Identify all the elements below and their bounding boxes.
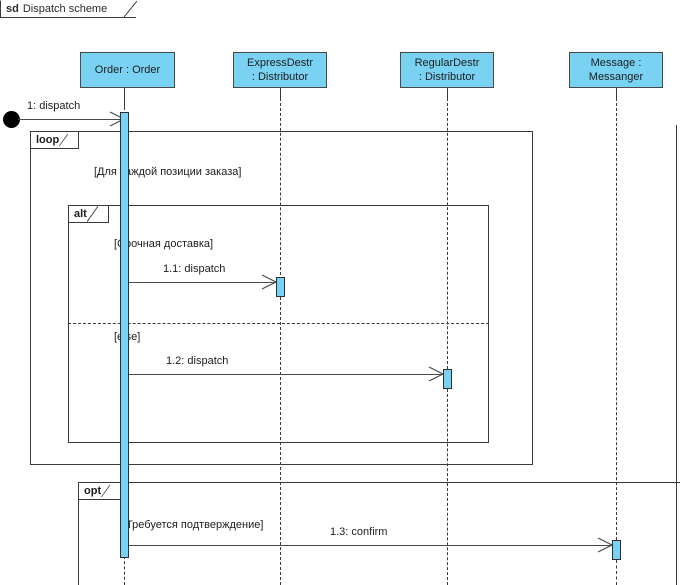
fragment-opt-guard: [Требуется подтверждение] [123, 519, 264, 531]
lifeline-head-messanger-line2: Messanger [588, 71, 644, 83]
frame-tab-corner-icon [124, 1, 137, 17]
fragment-opt[interactable] [78, 482, 680, 585]
lifeline-head-messanger-line1: Message : [590, 57, 642, 69]
message-13-label: 1.3: confirm [330, 526, 388, 538]
fragment-alt-corner-icon [86, 206, 98, 222]
lifeline-head-expressdestr-line2: : Distributor [251, 71, 309, 83]
lifeline-stem-messanger [616, 98, 617, 540]
message-12-line[interactable] [129, 374, 443, 375]
lifeline-stem-regulardestr-lower [447, 389, 448, 585]
message-13-arrowhead-icon [597, 537, 614, 553]
message-11-arrowhead-icon [261, 274, 278, 290]
activation-order[interactable] [120, 112, 129, 558]
lifeline-stem-regulardestr [447, 98, 448, 369]
lifeline-head-order-line1: Order : Order [94, 64, 161, 76]
lifeline-head-expressdestr[interactable]: ExpressDestr : Distributor [233, 52, 327, 88]
lifeline-stem-expressdestr-lower [280, 297, 281, 585]
fragment-loop-label: loop [31, 132, 79, 149]
lifeline-stem-regulardestr-connector [447, 88, 448, 98]
activation-messanger[interactable] [612, 540, 621, 560]
fragment-alt[interactable] [68, 205, 489, 443]
diagram-kind-keyword: sd [6, 3, 19, 15]
fragment-loop-label-text: loop [36, 134, 60, 146]
message-11-line[interactable] [129, 282, 276, 283]
fragment-opt-label-text: opt [84, 485, 102, 497]
fragment-opt-label: opt [79, 483, 121, 500]
fragment-loop-guard: [Для каждой позиции заказа] [94, 166, 242, 178]
diagram-title: Dispatch scheme [22, 3, 108, 15]
fragment-opt-corner-icon [101, 484, 110, 498]
lifeline-stem-messanger-connector [616, 88, 617, 98]
lifeline-stem-order [124, 556, 125, 585]
lifeline-head-regulardestr-line1: RegularDestr [414, 57, 480, 69]
fragment-alt-label: alt [69, 206, 109, 223]
message-1-label: 1: dispatch [27, 100, 81, 112]
lifeline-head-order[interactable]: Order : Order [80, 52, 175, 88]
diagram-frame-label: sd Dispatch scheme [0, 0, 137, 18]
message-12-label: 1.2: dispatch [166, 355, 229, 367]
message-11-label: 1.1: dispatch [163, 263, 226, 275]
lifeline-head-regulardestr-line2: : Distributor [418, 71, 476, 83]
lifeline-stem-expressdestr [280, 98, 281, 280]
message-1-line[interactable] [18, 119, 124, 120]
lifeline-head-messanger[interactable]: Message : Messanger [569, 52, 663, 88]
fragment-loop[interactable] [30, 131, 533, 465]
lifeline-head-expressdestr-line1: ExpressDestr [246, 57, 314, 69]
lifeline-head-regulardestr[interactable]: RegularDestr : Distributor [400, 52, 494, 88]
fragment-alt-divider [68, 323, 489, 324]
fragment-loop-corner-icon [59, 133, 68, 147]
lifeline-stem-order-connector [124, 88, 125, 110]
lifeline-stem-expressdestr-connector [280, 88, 281, 98]
message-12-arrowhead-icon [428, 366, 445, 382]
fragment-alt-guard: [Срочная доставка] [114, 238, 214, 250]
message-13-line[interactable] [129, 545, 612, 546]
diagram-frame-right-border [676, 125, 677, 585]
activation-regulardestr[interactable] [443, 369, 452, 389]
fragment-alt-label-text: alt [74, 208, 87, 220]
activation-expressdestr[interactable] [276, 277, 285, 297]
lifeline-stem-messanger-lower [616, 560, 617, 585]
found-message-start-dot [3, 111, 20, 128]
